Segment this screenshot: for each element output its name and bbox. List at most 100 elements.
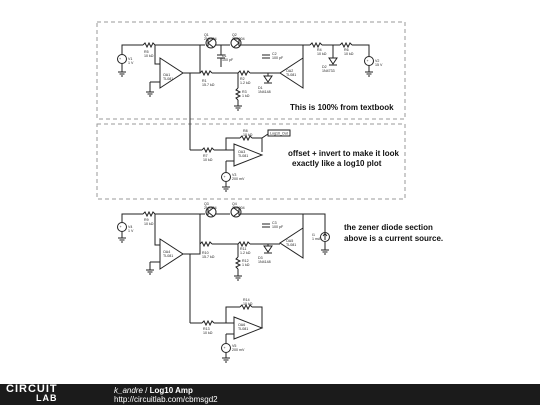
svg-text:1N4148: 1N4148 <box>258 260 271 264</box>
svg-text:TL081: TL081 <box>238 154 248 158</box>
resistor-r13 <box>201 319 215 327</box>
svg-text:1 mA: 1 mA <box>312 237 321 241</box>
svg-text:Q4: Q4 <box>232 202 237 206</box>
svg-text:200 mV: 200 mV <box>232 177 245 181</box>
svg-text:D3: D3 <box>258 256 263 260</box>
svg-text:1 V: 1 V <box>128 61 134 65</box>
svg-text:1N4733: 1N4733 <box>322 69 335 73</box>
svg-text:2N3904: 2N3904 <box>232 206 245 210</box>
bottom-circuit: + V4 1 V R9 10 kΩ OA4 TL081 Q3 2N3904 Q4… <box>117 202 443 323</box>
textbook-note: This is 100% from textbook <box>290 103 394 112</box>
schematic-canvas: + V1 1 V R5 10 kΩ OA1 TL081 Q1 2N3904 Q2… <box>96 21 443 363</box>
svg-text:200 mV: 200 mV <box>232 348 245 352</box>
svg-text:2N3904: 2N3904 <box>232 37 245 41</box>
svg-text:15.7 kΩ: 15.7 kΩ <box>202 83 215 87</box>
svg-text:I1: I1 <box>312 233 315 237</box>
svg-text:10 kΩ: 10 kΩ <box>344 52 354 56</box>
resistor-r3 <box>234 87 242 101</box>
output-circuit: R13 10 kΩ R14 10 kΩ OA6 TL081 + V5 200 m… <box>190 298 264 363</box>
svg-text:Q2: Q2 <box>232 33 237 37</box>
svg-text:R4: R4 <box>317 48 322 52</box>
opamp-oa5 <box>279 227 304 259</box>
svg-text:R10: R10 <box>202 251 209 255</box>
resistor-r14 <box>239 303 253 311</box>
diode-d3 <box>263 245 273 253</box>
svg-text:100 pF: 100 pF <box>222 58 234 62</box>
voltage-source-v2 <box>364 56 374 66</box>
resistor-r5 <box>142 41 156 49</box>
svg-text:C3: C3 <box>272 221 277 225</box>
resistor-r4 <box>309 41 323 49</box>
svg-text:R8: R8 <box>243 129 248 133</box>
svg-text:Log10_Out: Log10_Out <box>270 132 288 136</box>
svg-text:10 kΩ: 10 kΩ <box>144 54 154 58</box>
svg-text:1.2 kΩ: 1.2 kΩ <box>240 81 251 85</box>
svg-text:+: + <box>224 175 226 179</box>
svg-text:R3: R3 <box>242 90 247 94</box>
voltage-source-v4 <box>117 222 127 232</box>
svg-text:R6: R6 <box>344 48 349 52</box>
svg-text:+: + <box>367 59 369 63</box>
svg-text:2N3904: 2N3904 <box>204 206 217 210</box>
svg-text:+: + <box>224 346 226 350</box>
circuitlab-logo[interactable]: CIRCUIT LAB <box>6 383 58 403</box>
opamp-oa2 <box>279 57 304 89</box>
svg-text:R9: R9 <box>144 218 149 222</box>
svg-text:R13: R13 <box>203 327 210 331</box>
diode-d1 <box>263 75 273 83</box>
circuit-title: Log10 Amp <box>149 386 193 395</box>
svg-text:R7: R7 <box>203 154 208 158</box>
zener-diode-d2 <box>328 57 338 65</box>
ground-symbol <box>118 71 126 77</box>
footer-bar: CIRCUIT LAB k_andre / Log10 Amp http://c… <box>0 384 540 405</box>
svg-text:R12: R12 <box>242 259 249 263</box>
svg-text:V1: V1 <box>128 57 132 61</box>
svg-text:10 kΩ: 10 kΩ <box>243 133 253 137</box>
voltage-source-v3 <box>221 172 231 182</box>
svg-text:R2: R2 <box>240 77 245 81</box>
probe-log10-out <box>267 129 291 137</box>
offset-circuit: R7 10 kΩ R8 10 kΩ OA3 TL081 + V3 200 mV … <box>190 129 399 192</box>
svg-text:10 kΩ: 10 kΩ <box>317 52 327 56</box>
svg-text:TL081: TL081 <box>238 327 248 331</box>
resistor-r11 <box>237 240 251 248</box>
resistor-r10 <box>199 240 213 248</box>
svg-text:OA2: OA2 <box>286 69 293 73</box>
svg-text:1 kΩ: 1 kΩ <box>242 263 250 267</box>
svg-text:1N4148: 1N4148 <box>258 90 271 94</box>
zener-note-line2: above is a current source. <box>344 234 443 243</box>
svg-text:OA5: OA5 <box>286 239 293 243</box>
svg-text:V4: V4 <box>128 225 132 229</box>
svg-text:R14: R14 <box>243 298 250 302</box>
svg-text:R5: R5 <box>144 50 149 54</box>
svg-text:Q1: Q1 <box>204 33 209 37</box>
offset-section-box <box>96 123 406 200</box>
svg-text:R11: R11 <box>240 247 246 251</box>
opamp-oa4 <box>159 238 184 270</box>
svg-text:10 kΩ: 10 kΩ <box>203 158 213 162</box>
svg-text:15.7 kΩ: 15.7 kΩ <box>202 255 215 259</box>
capacitor-c2 <box>262 54 270 59</box>
voltage-source-v1 <box>117 54 127 64</box>
opamp-oa6 <box>233 316 264 340</box>
svg-text:Q3: Q3 <box>204 202 209 206</box>
svg-text:TL081: TL081 <box>286 243 296 247</box>
author-link[interactable]: k_andre <box>114 386 143 395</box>
circuit-url[interactable]: http://circuitlab.com/cbmsgd2 <box>114 395 218 404</box>
svg-text:V2: V2 <box>375 59 379 63</box>
svg-text:+: + <box>119 57 121 61</box>
svg-text:TL081: TL081 <box>163 254 173 258</box>
resistor-r7 <box>201 146 215 154</box>
resistor-r8 <box>239 134 253 142</box>
offset-note: offset + invert to make it look <box>288 149 399 158</box>
resistor-r12 <box>234 256 242 270</box>
svg-text:10 kΩ: 10 kΩ <box>144 222 154 226</box>
resistor-r9 <box>142 210 156 218</box>
svg-text:+: + <box>120 225 122 229</box>
voltage-source-v5 <box>221 343 231 353</box>
svg-text:D2: D2 <box>322 65 327 69</box>
credit-line: k_andre / Log10 Amp <box>114 386 193 395</box>
svg-text:V3: V3 <box>232 173 236 177</box>
svg-text:OA1: OA1 <box>163 73 170 77</box>
svg-text:1 V: 1 V <box>128 229 134 233</box>
